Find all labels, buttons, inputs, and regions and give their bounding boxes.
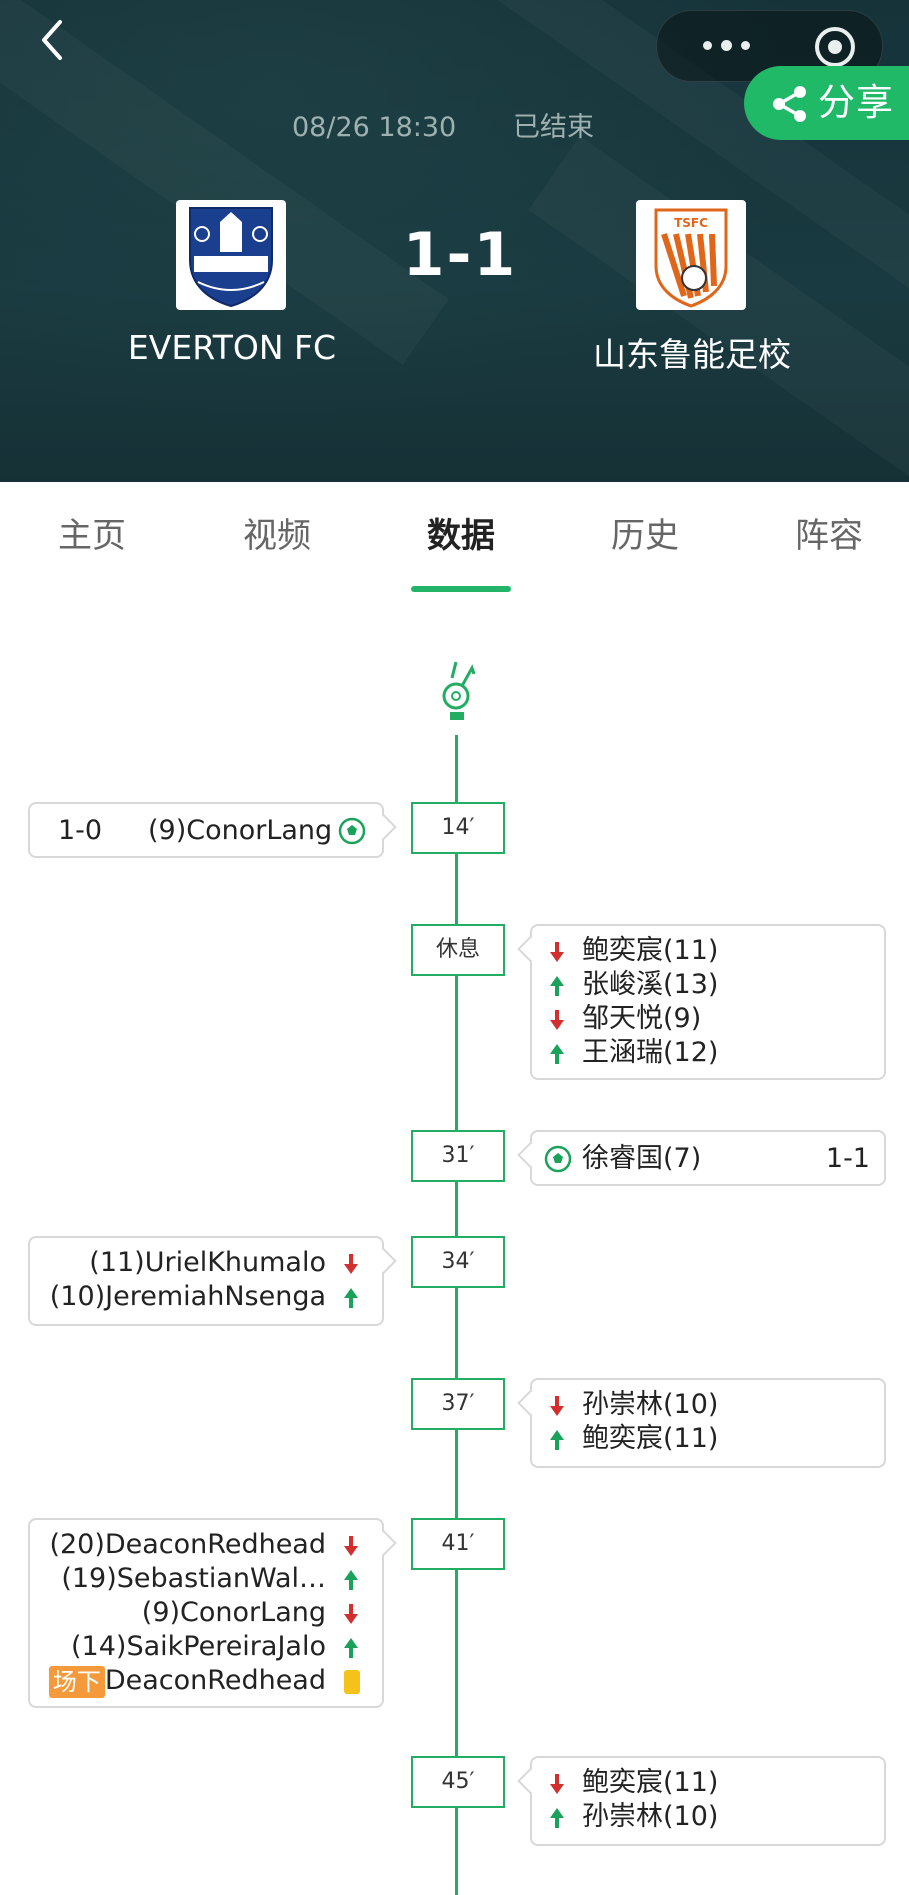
event-card-home[interactable]: (11)UrielKhumalo (10)JeremiahNsenga bbox=[28, 1236, 384, 1326]
event-card-away[interactable]: 鲍奕宸(11) 孙崇林(10) bbox=[530, 1756, 886, 1846]
sub-out-arrow-icon bbox=[344, 1536, 358, 1556]
timeline-line bbox=[455, 735, 458, 1895]
tab-video[interactable]: 视频 bbox=[243, 516, 311, 556]
event-minute: 14′ bbox=[411, 802, 505, 854]
sub-player: (11)UrielKhumalo bbox=[89, 1247, 326, 1278]
event-card-home[interactable]: (20)DeaconRedhead (19)SebastianWal… (9)C… bbox=[28, 1518, 384, 1708]
match-date: 08/26 18:30 bbox=[292, 112, 457, 143]
sub-player: (10)JeremiahNsenga bbox=[49, 1281, 326, 1312]
share-icon bbox=[773, 86, 806, 122]
card-player-name: DeaconRedhead bbox=[104, 1665, 326, 1696]
sub-out-arrow-icon bbox=[344, 1254, 358, 1274]
sub-out-arrow-icon bbox=[550, 1774, 564, 1794]
sub-out-arrow-icon bbox=[550, 1396, 564, 1416]
sub-player: 鲍奕宸(11) bbox=[582, 935, 719, 966]
yellow-card-icon bbox=[344, 1670, 360, 1694]
sub-player: (14)SaikPereiraJalo bbox=[71, 1631, 326, 1662]
sub-player: 鲍奕宸(11) bbox=[582, 1767, 719, 1798]
tab-lineup[interactable]: 阵容 bbox=[795, 516, 863, 556]
event-minute: 45′ bbox=[411, 1756, 505, 1808]
home-team-logo[interactable] bbox=[176, 200, 286, 310]
sub-player: 张峻溪(13) bbox=[582, 969, 719, 1000]
svg-text:TSFC: TSFC bbox=[674, 216, 708, 230]
share-button[interactable]: 分享 bbox=[744, 66, 909, 140]
event-card-away[interactable]: 徐睿国(7) 1-1 bbox=[530, 1130, 886, 1186]
sub-in-arrow-icon bbox=[344, 1638, 358, 1658]
match-header: 分享 08/26 18:30 已结束 1-1 TSFC EVERTON bbox=[0, 0, 909, 482]
sub-player: 鲍奕宸(11) bbox=[582, 1423, 719, 1454]
sub-player: (20)DeaconRedhead bbox=[49, 1529, 326, 1560]
sub-out-arrow-icon bbox=[344, 1604, 358, 1624]
event-minute: 37′ bbox=[411, 1378, 505, 1430]
sub-in-arrow-icon bbox=[344, 1288, 358, 1308]
event-score: 1-1 bbox=[825, 1143, 870, 1174]
share-label: 分享 bbox=[818, 81, 894, 124]
event-score: 1-0 bbox=[58, 815, 103, 846]
event-minute: 41′ bbox=[411, 1518, 505, 1570]
sub-in-arrow-icon bbox=[344, 1570, 358, 1590]
sub-in-arrow-icon bbox=[550, 1808, 564, 1828]
event-card-away[interactable]: 鲍奕宸(11) 张峻溪(13) 邹天悦(9) 王涵瑞(12) bbox=[530, 924, 886, 1080]
close-target-icon[interactable] bbox=[813, 25, 857, 69]
away-team-name[interactable]: 山东鲁能足校 bbox=[593, 335, 791, 374]
sub-player: 孙崇林(10) bbox=[582, 1389, 719, 1420]
event-player: 徐睿国(7) bbox=[582, 1143, 702, 1174]
sub-player: (19)SebastianWal… bbox=[61, 1563, 326, 1594]
sub-out-arrow-icon bbox=[550, 942, 564, 962]
sub-out-arrow-icon bbox=[550, 1010, 564, 1030]
sub-player: 邹天悦(9) bbox=[582, 1003, 702, 1034]
sub-player: (9)ConorLang bbox=[141, 1597, 326, 1628]
goal-ball-icon bbox=[338, 817, 366, 845]
sub-in-arrow-icon bbox=[550, 1430, 564, 1450]
goal-ball-icon bbox=[544, 1145, 572, 1173]
more-icon[interactable] bbox=[699, 35, 759, 55]
tab-bar: 主页 视频 数据 历史 阵容 bbox=[0, 482, 909, 592]
sub-player: 孙崇林(10) bbox=[582, 1801, 719, 1832]
match-score: 1-1 bbox=[402, 220, 518, 290]
home-team-name[interactable]: EVERTON FC bbox=[127, 328, 337, 367]
event-player: (9)ConorLang bbox=[148, 815, 333, 846]
sub-in-arrow-icon bbox=[550, 976, 564, 996]
event-minute: 31′ bbox=[411, 1130, 505, 1182]
whistle-icon bbox=[442, 661, 476, 720]
event-card-away[interactable]: 孙崇林(10) 鲍奕宸(11) bbox=[530, 1378, 886, 1468]
active-tab-indicator bbox=[411, 586, 511, 592]
event-minute: 34′ bbox=[411, 1236, 505, 1288]
sub-player: 王涵瑞(12) bbox=[582, 1037, 719, 1068]
tab-data[interactable]: 数据 bbox=[427, 516, 495, 556]
away-team-logo[interactable]: TSFC bbox=[636, 200, 746, 310]
event-minute: 休息 bbox=[411, 924, 505, 976]
match-status: 已结束 bbox=[513, 112, 594, 143]
sub-in-arrow-icon bbox=[550, 1044, 564, 1064]
off-field-tag: 场下 bbox=[48, 1665, 105, 1698]
tab-history[interactable]: 历史 bbox=[611, 516, 679, 556]
tab-home[interactable]: 主页 bbox=[58, 516, 126, 556]
back-arrow-icon[interactable] bbox=[34, 14, 74, 66]
event-card-home[interactable]: 1-0 (9)ConorLang bbox=[28, 802, 384, 858]
